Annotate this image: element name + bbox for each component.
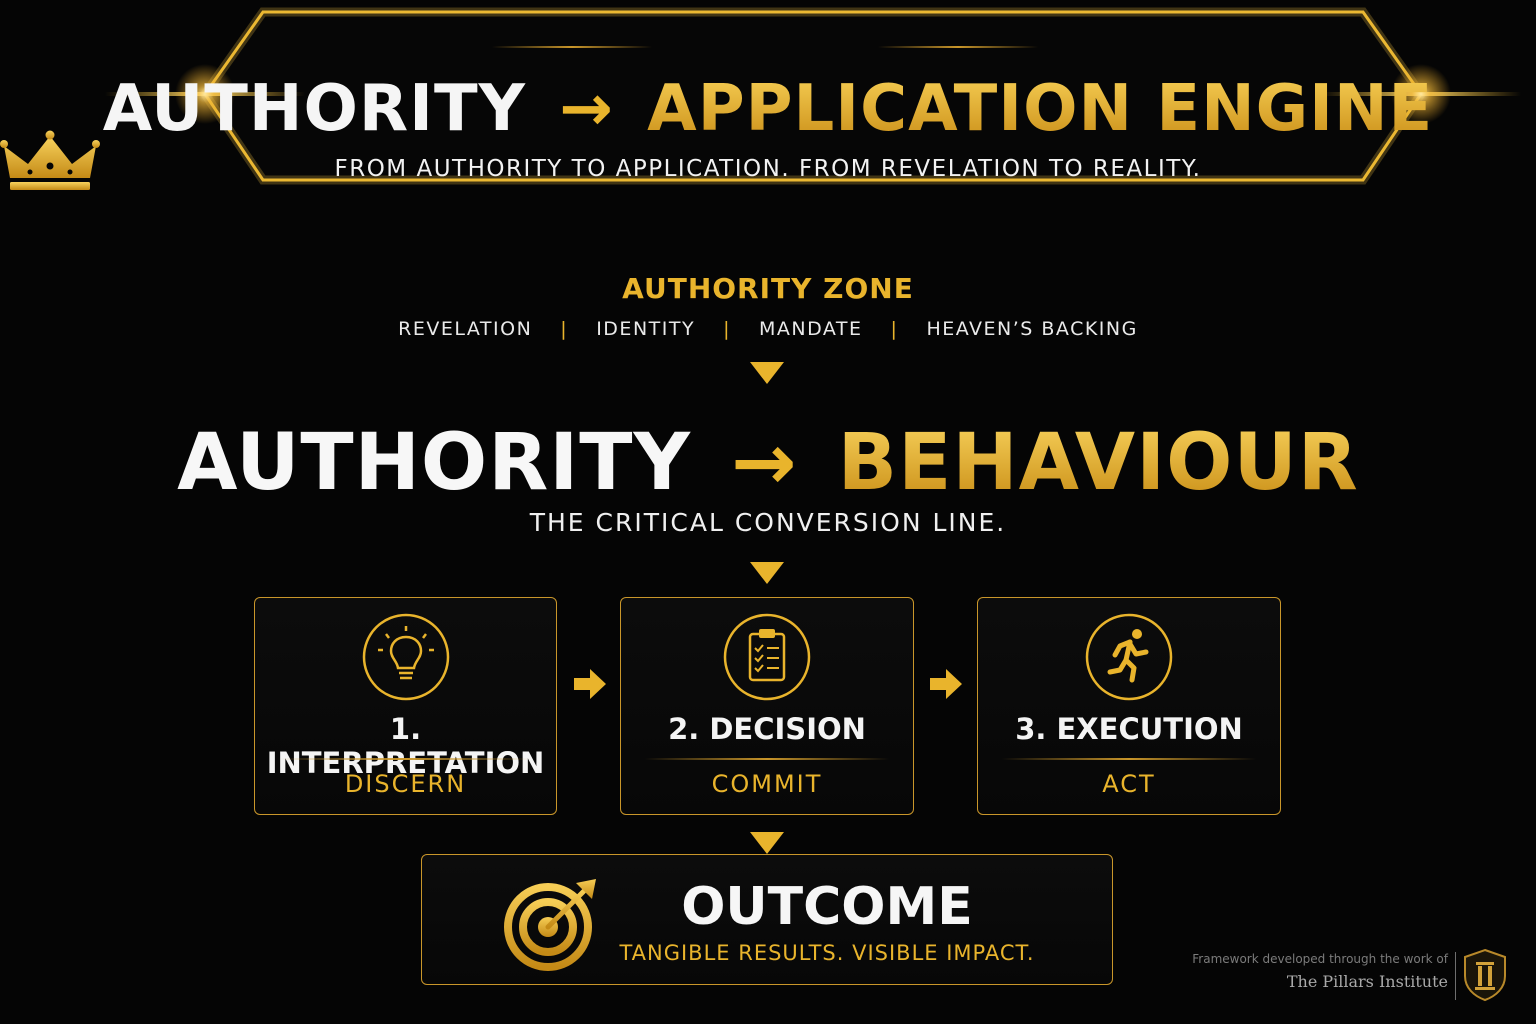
conversion-banner-frame bbox=[105, 7, 1522, 185]
zone-item-mandate: MANDATE bbox=[758, 318, 863, 340]
step-title: 2. DECISION bbox=[668, 712, 866, 746]
main-title-left: AUTHORITY bbox=[102, 72, 526, 146]
authority-zone-items: REVELATION | IDENTITY | MANDATE | HEAVEN’S BAC… bbox=[0, 318, 1536, 340]
top-decorative-line-right bbox=[878, 46, 1038, 48]
conversion-title: AUTHORITY → BEHAVIOUR bbox=[0, 418, 1536, 508]
step-title: 1. INTERPRETATION bbox=[266, 712, 545, 780]
pillar-shield-icon bbox=[1464, 948, 1506, 1002]
outcome-card: OUTCOME TANGIBLE RESULTS. VISIBLE IMPACT… bbox=[421, 854, 1113, 985]
step-divider bbox=[1002, 758, 1256, 760]
zone-item-revelation: REVELATION bbox=[398, 318, 533, 340]
main-subtitle: FROM AUTHORITY TO APPLICATION. FROM REVE… bbox=[334, 156, 1202, 182]
zone-item-identity: IDENTITY bbox=[596, 318, 696, 340]
step-divider bbox=[279, 758, 532, 760]
credit-block: Framework developed through the work of … bbox=[1120, 952, 1448, 991]
lightbulb-icon bbox=[362, 613, 449, 701]
step-card-execution: 3. EXECUTION ACT bbox=[977, 597, 1281, 815]
main-title-arrow: → bbox=[559, 72, 614, 146]
authority-zone-title: AUTHORITY ZONE bbox=[622, 272, 914, 305]
outcome-subtitle: TANGIBLE RESULTS. VISIBLE IMPACT. bbox=[619, 941, 1035, 965]
target-arrow-icon bbox=[504, 879, 596, 971]
outcome-title: OUTCOME bbox=[681, 877, 973, 937]
step-verb: COMMIT bbox=[711, 770, 823, 798]
conversion-title-right: BEHAVIOUR bbox=[837, 418, 1359, 508]
main-title-right: APPLICATION ENGINE bbox=[647, 72, 1434, 146]
flow-arrow-down-3 bbox=[750, 832, 784, 854]
conversion-title-arrow: → bbox=[731, 418, 798, 508]
step-verb: ACT bbox=[1102, 770, 1156, 798]
step-verb: DISCERN bbox=[344, 770, 467, 798]
conversion-subtitle: THE CRITICAL CONVERSION LINE. bbox=[529, 508, 1007, 537]
crown-icon bbox=[0, 130, 100, 190]
zone-item-heavens-backing: HEAVEN’S BACKING bbox=[926, 318, 1138, 340]
arrow-right-icon bbox=[930, 669, 962, 699]
credit-line-1: Framework developed through the work of bbox=[1192, 952, 1448, 966]
step-card-interpretation: 1. INTERPRETATION DISCERN bbox=[254, 597, 557, 815]
arrow-right-icon bbox=[574, 669, 606, 699]
step-divider bbox=[645, 758, 889, 760]
flow-arrow-down-1 bbox=[750, 362, 784, 384]
credit-divider bbox=[1455, 952, 1456, 1000]
credit-institute-name: The Pillars Institute bbox=[1286, 972, 1448, 991]
top-decorative-line-left bbox=[492, 46, 652, 48]
flow-arrow-down-2 bbox=[750, 562, 784, 584]
zone-item-separator: | bbox=[723, 318, 731, 340]
conversion-title-left: AUTHORITY bbox=[177, 418, 691, 508]
running-person-icon bbox=[1085, 613, 1173, 701]
step-card-decision: 2. DECISION COMMIT bbox=[620, 597, 914, 815]
zone-item-separator: | bbox=[890, 318, 899, 340]
main-title: AUTHORITY → APPLICATION ENGINE bbox=[0, 72, 1536, 146]
step-title: 3. EXECUTION bbox=[1015, 712, 1243, 746]
clipboard-checklist-icon bbox=[723, 613, 811, 701]
zone-item-separator: | bbox=[560, 318, 569, 340]
